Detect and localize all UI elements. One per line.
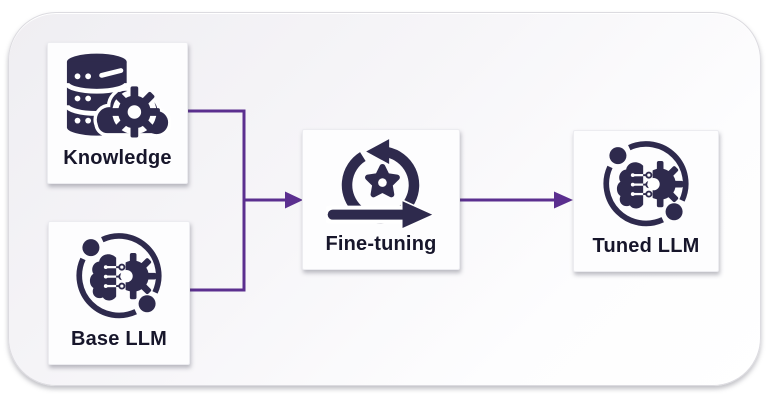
node-label-knowledge: Knowledge xyxy=(63,147,172,169)
tuned-llm-icon-area xyxy=(594,131,698,235)
node-label-tuned-llm: Tuned LLM xyxy=(592,235,700,257)
base-llm-icon-area xyxy=(67,222,171,328)
database-gear-cloud-icon xyxy=(64,53,171,138)
knowledge-icon-area xyxy=(64,43,171,147)
iteration-loop-gear-icon xyxy=(326,138,436,231)
node-base-llm: Base LLM xyxy=(48,221,190,365)
node-knowledge: Knowledge xyxy=(47,42,188,184)
node-fine-tuning: Fine-tuning xyxy=(302,129,460,270)
brain-circuit-gear-icon xyxy=(76,232,162,318)
fine-tuning-icon-area xyxy=(326,130,436,233)
brain-circuit-gear-icon xyxy=(603,140,689,226)
node-label-fine-tuning: Fine-tuning xyxy=(325,233,437,255)
node-tuned-llm: Tuned LLM xyxy=(573,130,719,272)
node-label-base-llm: Base LLM xyxy=(70,328,168,350)
